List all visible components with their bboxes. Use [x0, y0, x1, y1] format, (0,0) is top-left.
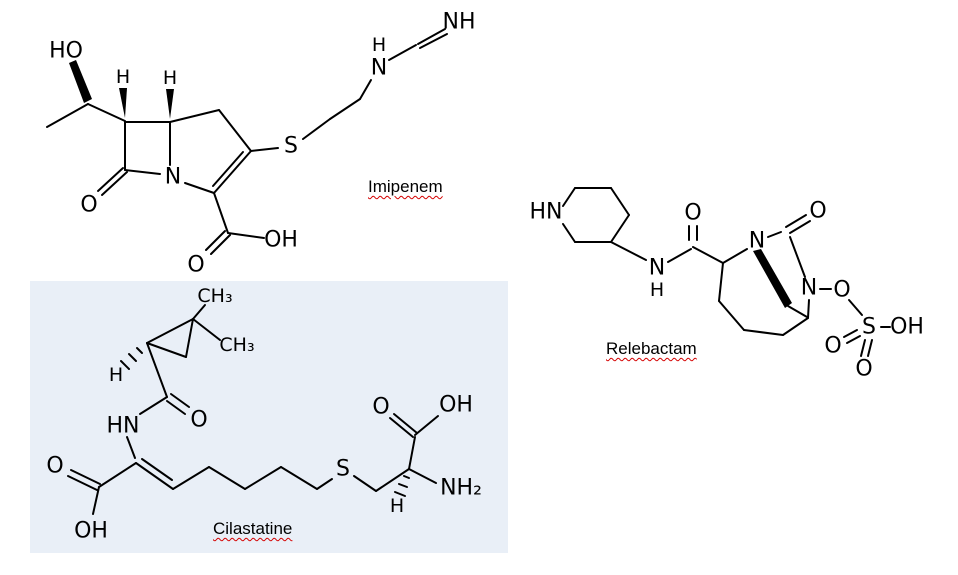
imipenem-atom-ho: HO [49, 39, 83, 64]
imipenem-atom-h-amine: H [372, 34, 386, 56]
relebactam-atom-hn-piperidine: HN [530, 200, 563, 225]
relebactam-atom-oh-sulfate: OH [890, 315, 924, 340]
relebactam-atom-o-amide: O [684, 201, 701, 226]
cilastatine-atom-o-acid-left: O [46, 454, 63, 479]
relebactam-atom-n-amide: N [649, 256, 665, 281]
cilastatine-atom-ch3-top: CH₃ [197, 285, 232, 307]
cilastatine-structure: CH₃ CH₃ H O HN O OH S H NH₂ O OH [46, 285, 482, 544]
imipenem-atom-oh-acid: OH [264, 228, 298, 253]
relebactam-atom-s: S [862, 315, 876, 340]
cilastatine-atom-nh2: NH₂ [440, 476, 482, 501]
cilastatine-atom-s: S [336, 457, 350, 482]
cilastatine-label: Cilastatine [213, 519, 293, 538]
relebactam-atom-n1: N [749, 229, 765, 254]
cilastatine-atom-o-acid-right: O [372, 395, 389, 420]
imipenem-atom-o-acid: O [187, 253, 204, 278]
cilastatine-bonds [67, 304, 439, 515]
cilastatine-atom-ch3-bottom: CH₃ [219, 334, 254, 356]
imipenem-wedge-h-c6 [119, 88, 127, 118]
relebactam-atom-h-amide: H [650, 279, 664, 301]
imipenem-atom-s: S [284, 134, 298, 159]
relebactam-label: Relebactam [606, 339, 697, 358]
relebactam-atom-o-sulfate-b: O [855, 357, 872, 382]
cilastatine-atom-oh-acid-right: OH [439, 393, 473, 418]
imipenem-atom-n-ring: N [165, 165, 181, 190]
imipenem-atom-nh-imine: NH [443, 10, 476, 35]
relebactam-wedge-bridge [753, 249, 792, 308]
cilastatine-atom-h-stereo: H [390, 495, 404, 517]
relebactam-atom-n2: N [801, 276, 817, 301]
imipenem-wedge-oh [69, 60, 92, 103]
relebactam-atom-o-sulfate-a: O [824, 334, 841, 359]
imipenem-structure: HO H H O N O OH S H N NH [46, 10, 476, 278]
imipenem-atom-h-c6: H [116, 66, 130, 88]
cilastatine-atom-o-amide: O [190, 408, 207, 433]
imipenem-atom-o-lactam: O [80, 193, 97, 218]
imipenem-wedge-h-c5 [166, 89, 174, 119]
imipenem-bonds [46, 28, 448, 255]
cilastatine-atom-hn-amide: HN [107, 414, 140, 439]
imipenem-label: Imipenem [368, 177, 443, 196]
relebactam-atom-o-lactam: O [809, 199, 826, 224]
cilastatine-highlight-box [30, 281, 508, 553]
cilastatine-atom-oh-acid-left: OH [74, 519, 108, 544]
relebactam-structure: HN N H O N O N O S OH O O [530, 187, 924, 382]
imipenem-atom-n-amine: N [371, 56, 387, 81]
relebactam-atom-o-linker: O [833, 278, 850, 303]
imipenem-atom-h-c5: H [163, 67, 177, 89]
cilastatine-atom-h-cyclopropyl: H [109, 364, 123, 386]
relebactam-bonds [562, 187, 891, 357]
